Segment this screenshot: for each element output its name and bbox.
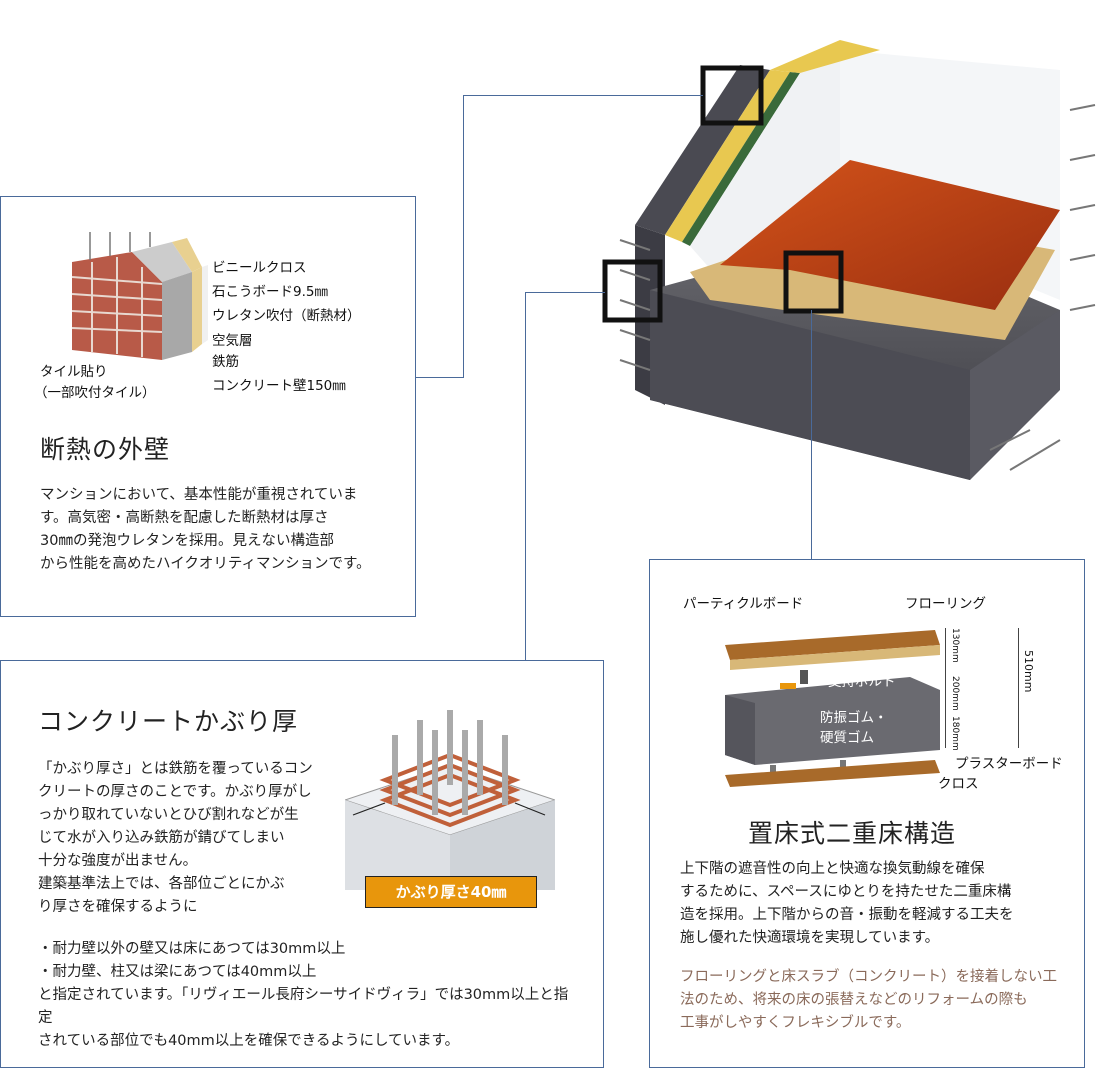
connector-cover-h (525, 292, 605, 293)
connector-floor-v (811, 310, 812, 560)
wall-title: 断熱の外壁 (40, 435, 171, 464)
connector-wall-h2 (414, 377, 464, 378)
cover-column-illustration (345, 710, 555, 890)
cover-bullets: ・耐力壁以外の壁又は床にあつては30mm以上 ・耐力壁、柱又は梁にあつては40m… (38, 941, 569, 1049)
floor-title: 置床式二重床構造 (748, 819, 957, 848)
wall-text: マンションにおいて、基本性能が重視されていま す。高気密・高断熱を配慮した断熱材… (40, 487, 371, 572)
wall-label-cross: ビニールクロス (212, 260, 307, 276)
cover-title: コンクリートかぶり厚 (38, 707, 299, 736)
floor-note: フローリングと床スラブ（コンクリート）を接着しない工 法のため、将来の床の張替え… (680, 969, 1057, 1031)
floor-label-particle: パーティクルボード (683, 596, 804, 612)
dim-200: 200mm (950, 676, 960, 711)
room-cutaway-illustration (602, 40, 1096, 480)
floor-label-cross: クロス (938, 776, 979, 792)
floor-label-plaster: プラスターボード (955, 756, 1063, 772)
floor-label-rubber-2: 硬質ゴム (820, 730, 874, 746)
dim-130: 130mm (950, 628, 960, 663)
cover-badge: かぶり厚さ40㎜ (365, 876, 537, 908)
dim-510: 510mm (1022, 650, 1035, 693)
floor-label-flooring: フローリング (905, 596, 986, 612)
connector-wall-v (463, 95, 464, 377)
cover-text: 「かぶり厚さ」とは鉄筋を覆っているコン クリートの厚さのことです。かぶり厚がし … (38, 761, 313, 915)
dim-510-line (1018, 628, 1019, 748)
floor-label-rubber-1: 防振ゴム・ (820, 710, 888, 726)
floor-structure-illustration (725, 630, 940, 787)
connector-wall-h1 (463, 95, 703, 96)
wall-label-tile-2: （一部吹付タイル） (34, 385, 156, 401)
dim-180: 180mm (950, 716, 960, 751)
floor-label-bolt: 支持ボルト (828, 674, 896, 690)
wall-label-gypsum: 石こうボード9.5㎜ (212, 284, 328, 300)
floor-text: 上下階の遮音性の向上と快適な換気動線を確保 するために、スペースにゆとりを持たせ… (680, 861, 1014, 946)
wall-label-urethane: ウレタン吹付（断熱材） (212, 308, 361, 324)
wall-label-concrete: コンクリート壁150㎜ (212, 378, 346, 394)
wall-section-illustration (71, 232, 208, 360)
wall-label-tile-1: タイル貼り (40, 364, 108, 380)
dim-lines (945, 628, 946, 748)
connector-cover-v (525, 292, 526, 660)
wall-label-air: 空気層 (212, 333, 253, 349)
wall-label-rebar: 鉄筋 (212, 354, 239, 370)
